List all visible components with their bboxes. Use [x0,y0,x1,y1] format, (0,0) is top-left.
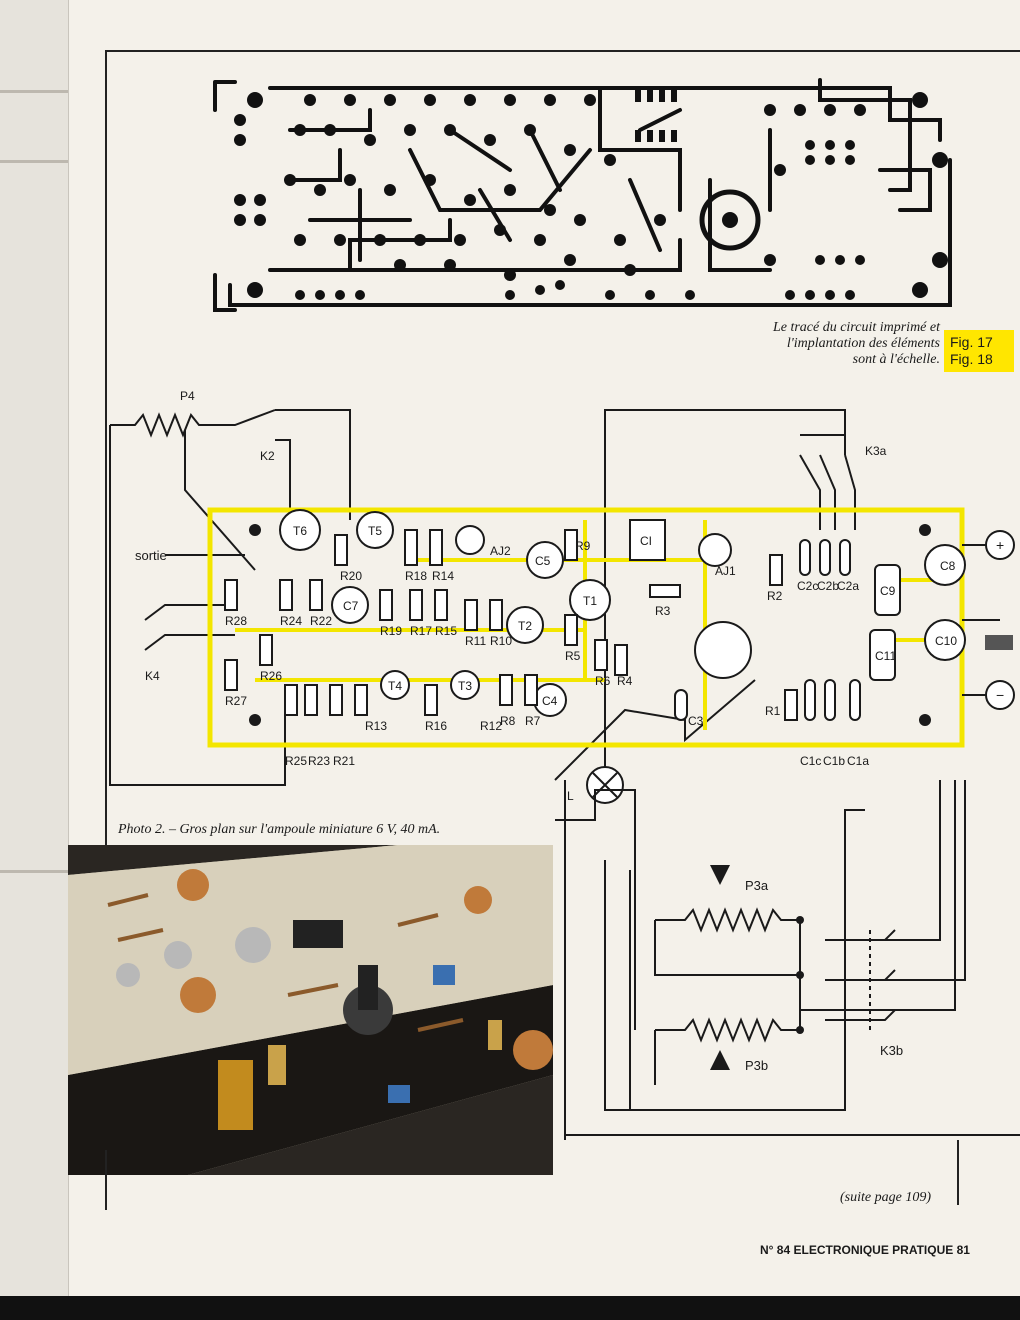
label-k4: K4 [145,669,160,683]
label-c7: C7 [343,599,359,613]
fig-17-label: Fig. 17 [950,334,993,350]
caption-line-2: l'implantation des éléments [786,336,940,351]
pcb-track-layout [213,78,952,312]
label-p3b: P3b [745,1058,768,1073]
label-t4: T4 [388,679,402,693]
label-r2: R2 [767,589,783,603]
figure-frame [105,50,1020,1140]
label-c2c: C2c [797,579,818,593]
label-r12: R12 [480,719,502,733]
p3b-wiper-arrow [710,1050,730,1070]
label-l: L [567,789,574,803]
label-ci: CI [640,534,652,548]
label-c2a: C2a [837,579,859,593]
caption-line-1: Le tracé du circuit imprimé et [772,320,940,335]
label-r20: R20 [340,569,362,583]
label-k3a: K3a [865,444,887,458]
label-c1b: C1b [823,754,845,768]
label-r13: R13 [365,719,387,733]
label-c2b: C2b [817,579,839,593]
label-r7: R7 [525,714,541,728]
label-c1c: C1c [800,754,821,768]
label-r18: R18 [405,569,427,583]
label-r15: R15 [435,624,457,638]
label-aj1: AJ1 [715,564,736,578]
continued-note: (suite page 109) [840,1190,931,1205]
label-k3b: K3b [880,1043,903,1058]
label-r25: R25 [285,754,307,768]
label-t2: T2 [518,619,532,633]
label-r10: R10 [490,634,512,648]
label-c11: C11 [875,649,896,663]
label-c8: C8 [940,559,956,573]
pcb-pads [234,90,948,300]
label-t5: T5 [368,524,382,538]
label-c9: C9 [880,584,896,598]
label-r8: R8 [500,714,516,728]
label-k2: K2 [260,449,275,463]
label-r5: R5 [565,649,581,663]
board-photo [68,845,553,1175]
potentiometer-wiring: P3a P3b K3b [555,780,1020,1140]
label-r22: R22 [310,614,332,628]
label-r6: R6 [595,674,611,688]
label-r1: R1 [765,704,781,718]
label-t6: T6 [293,524,307,538]
label-r28: R28 [225,614,247,628]
label-r4: R4 [617,674,633,688]
label-r14: R14 [432,569,454,583]
board-outline [207,507,965,748]
label-c4: C4 [542,694,558,708]
ground-symbol [985,635,1013,650]
label-r24: R24 [280,614,302,628]
label-t3: T3 [458,679,472,693]
figure-caption: Le tracé du circuit imprimé et l'implant… [700,320,940,368]
label-r11: R11 [465,634,486,648]
label-plus: + [996,537,1004,553]
p3a-wiper-arrow [710,865,730,885]
label-c3: C3 [688,714,704,728]
label-r26: R26 [260,669,282,683]
label-minus: − [996,687,1004,703]
caption-line-3: sont à l'échelle. [852,352,940,367]
figure-number-tag: Fig. 17 Fig. 18 [944,330,1014,372]
label-r9: R9 [575,539,591,553]
column-rule-right [957,1140,959,1205]
label-sortie: sortie [135,548,167,563]
label-c10: C10 [935,634,957,648]
label-r19: R19 [380,624,402,638]
adjacent-page-strip [0,0,69,1320]
label-p3a: P3a [745,878,769,893]
label-r17: R17 [410,624,432,638]
component-layout-diagram: P4 K2 K3a sortie K4 T6 T5 AJ2 R9 CI AJ1 … [109,389,1015,804]
label-r16: R16 [425,719,447,733]
label-r21: R21 [333,754,355,768]
label-r23: R23 [308,754,330,768]
scan-edge [0,1296,1020,1320]
label-aj2: AJ2 [490,544,511,558]
label-r27: R27 [225,694,247,708]
label-p4: P4 [180,389,195,403]
label-c1a: C1a [847,754,869,768]
page-footer: N° 84 ELECTRONIQUE PRATIQUE 81 [760,1243,970,1257]
label-r3: R3 [655,604,671,618]
label-c5: C5 [535,554,551,568]
photo-caption: Photo 2. – Gros plan sur l'ampoule minia… [118,822,441,837]
label-t1: T1 [583,594,597,608]
fig-18-label: Fig. 18 [950,351,993,367]
column-rule-left [105,1150,107,1210]
